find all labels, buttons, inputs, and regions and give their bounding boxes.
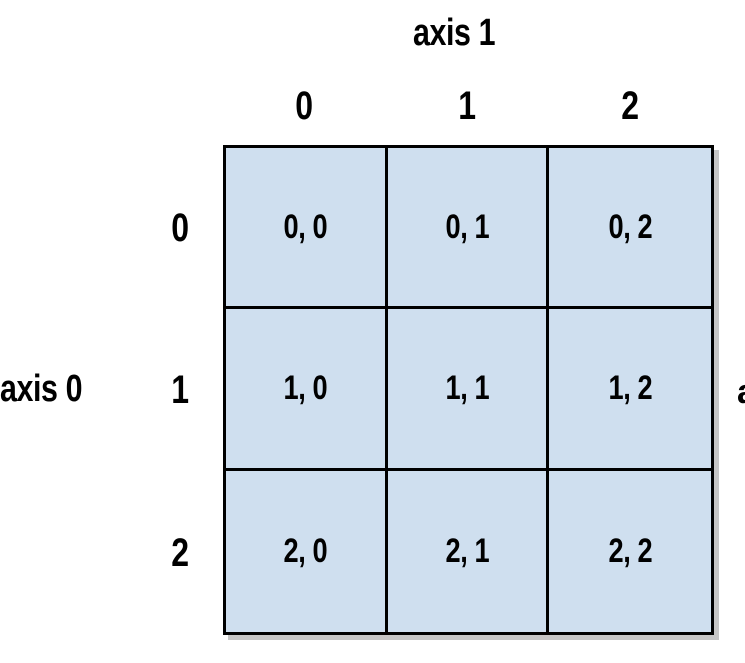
axis-0-label: axis 0 [0,368,83,410]
column-index-0: 0 [295,84,313,128]
grid-cell-0-1: 0, 1 [387,148,550,310]
truncated-edge-label: a [737,375,745,409]
grid-cell-1-2: 1, 2 [549,309,711,471]
grid-cell-2-2: 2, 2 [549,470,711,632]
cell-label: 1, 2 [608,368,653,407]
grid-cell-0-2: 0, 2 [549,148,711,310]
row-index-1: 1 [171,368,189,412]
grid-cell-2-1: 2, 1 [387,470,550,632]
grid-cell-2-0: 2, 0 [226,470,388,632]
cell-label: 2, 2 [608,531,653,570]
array-grid: 0, 0 0, 1 0, 2 1, 0 1, 1 1, 2 2, 0 2, 1 … [223,145,714,635]
cell-label: 1, 0 [283,368,328,407]
cell-label: 2, 1 [445,531,489,570]
axis-1-label: axis 1 [413,12,496,54]
cell-label: 1, 1 [445,368,489,407]
grid-cell-1-0: 1, 0 [226,309,388,471]
row-index-0: 0 [171,206,189,250]
cell-label: 0, 0 [283,207,328,246]
grid-cell-1-1: 1, 1 [387,309,550,471]
cell-label: 2, 0 [283,531,328,570]
grid-cell-0-0: 0, 0 [226,148,388,310]
cell-label: 0, 2 [608,207,653,246]
column-index-2: 2 [621,84,639,128]
cell-label: 0, 1 [445,207,489,246]
column-index-1: 1 [458,84,476,128]
row-index-2: 2 [171,531,189,575]
